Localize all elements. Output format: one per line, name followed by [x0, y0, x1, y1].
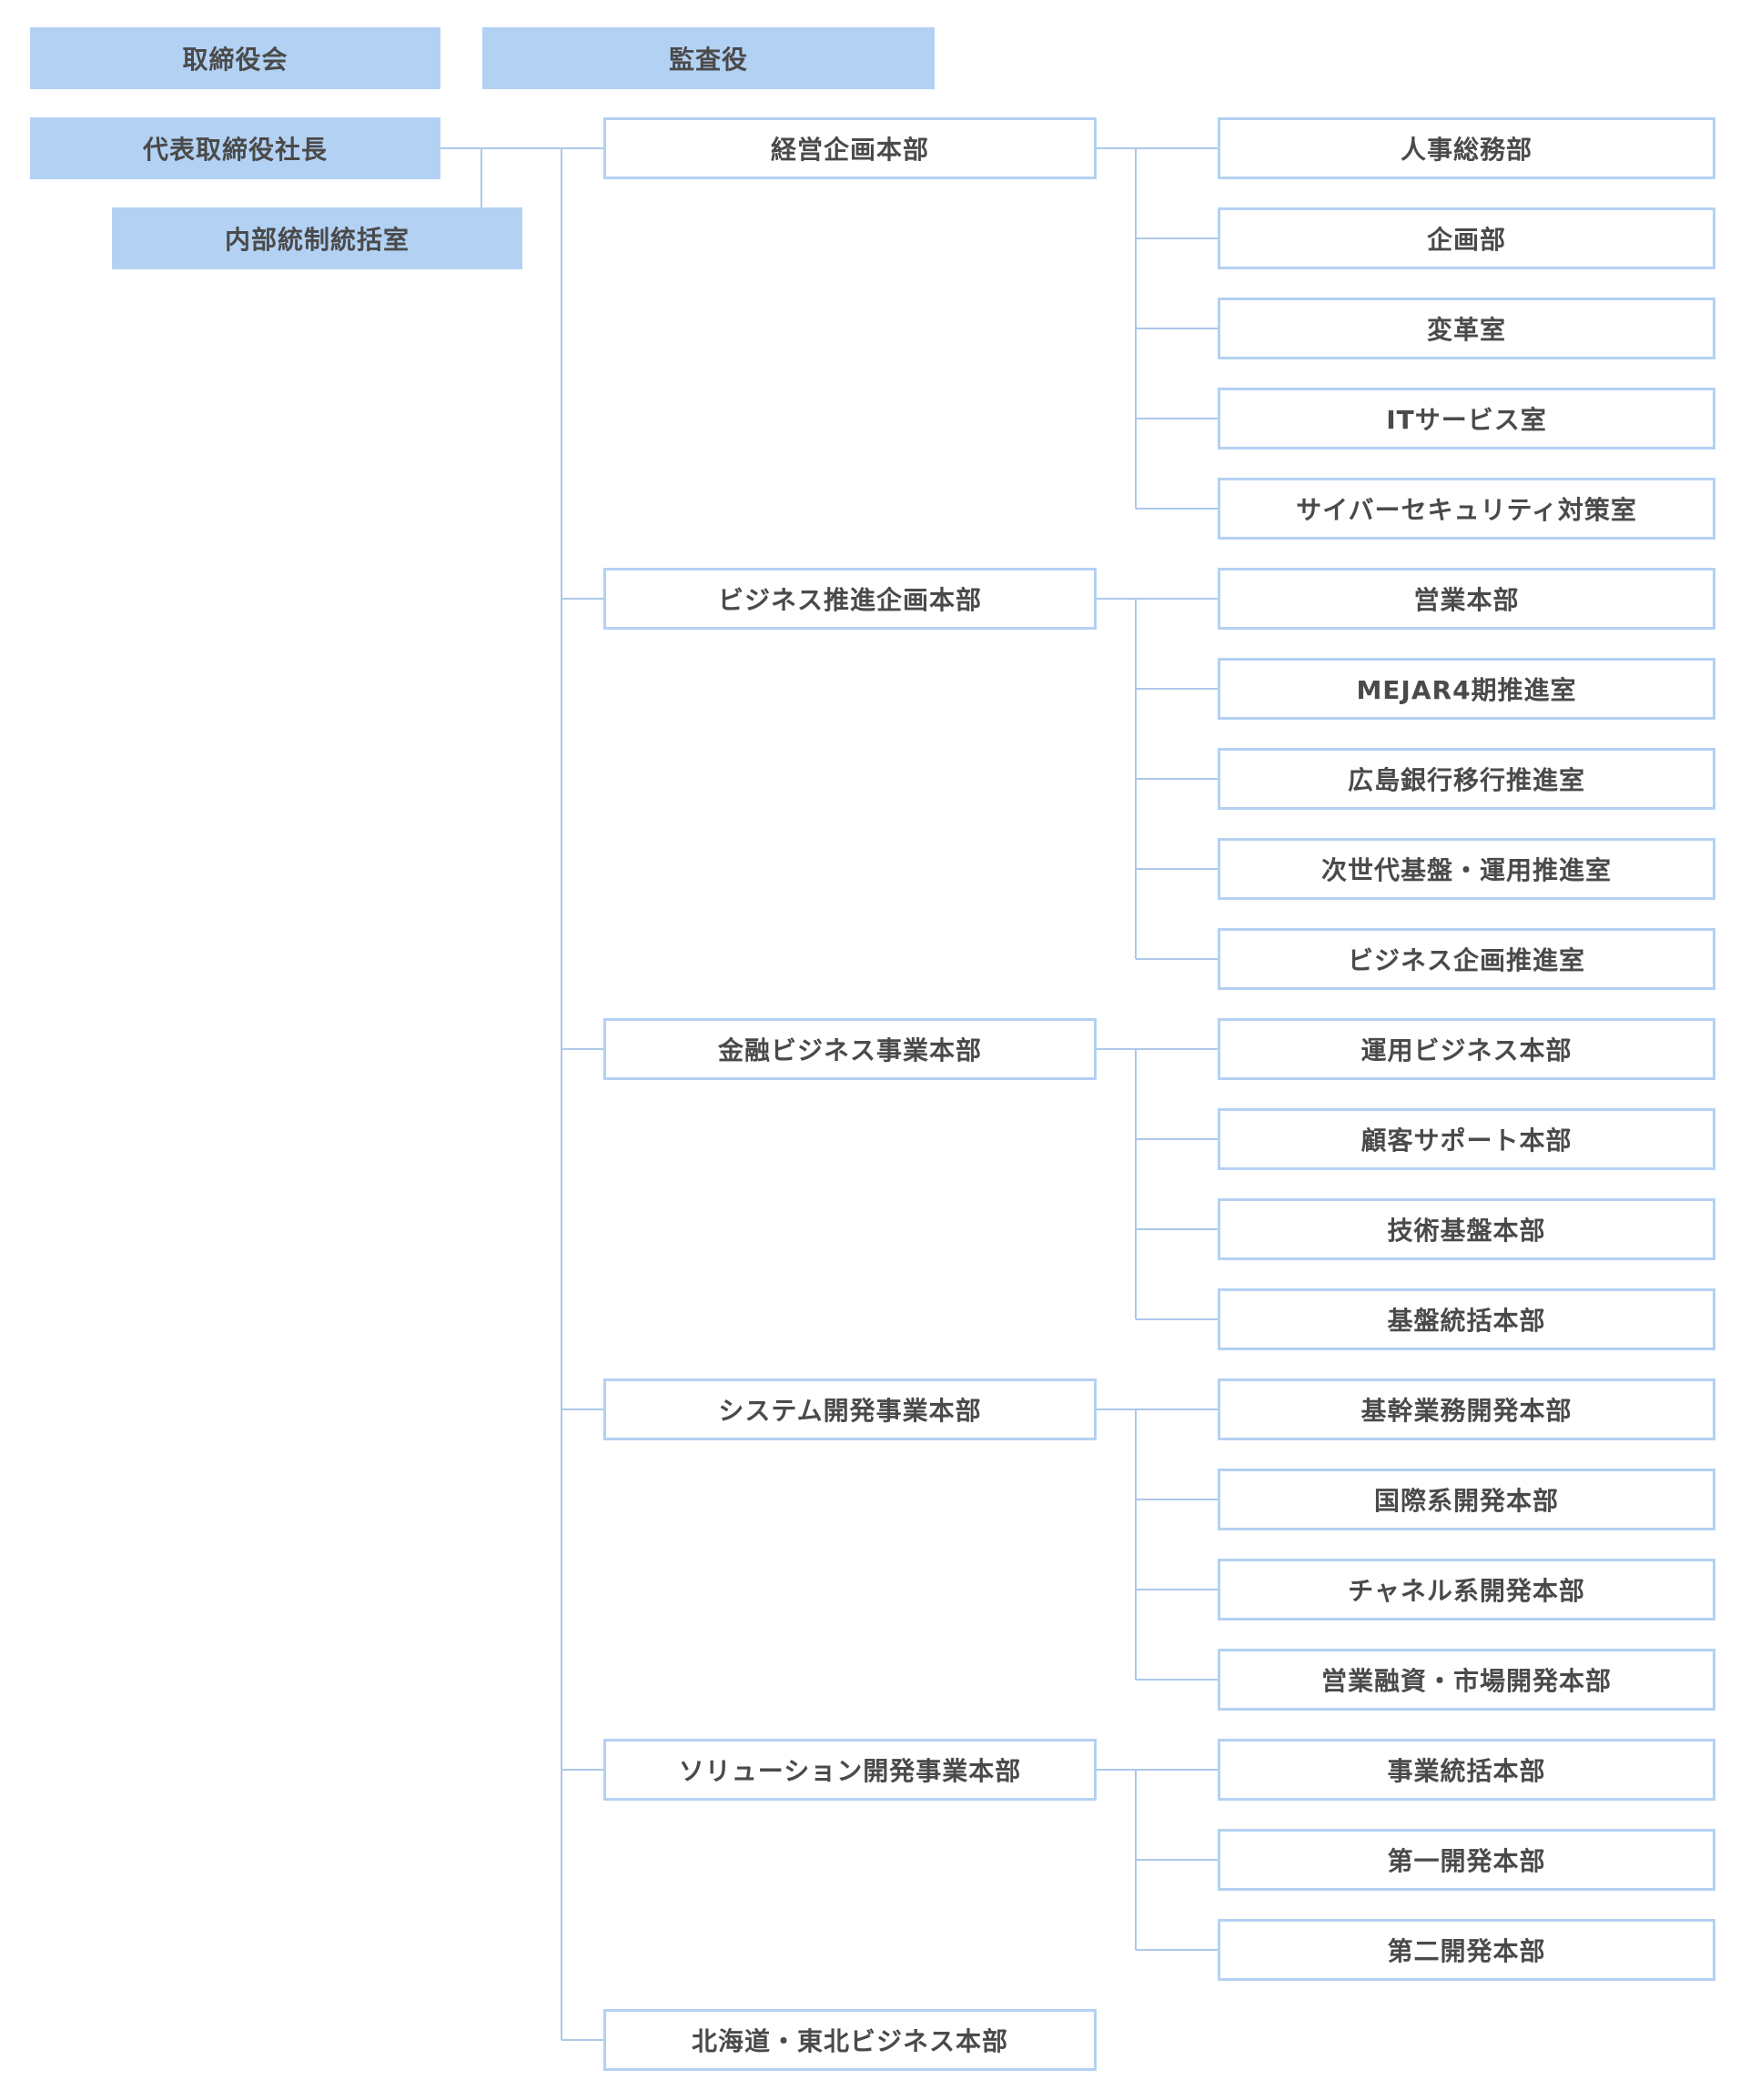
department-box: ビジネス企画推進室	[1218, 928, 1715, 990]
department-box: 人事総務部	[1218, 117, 1715, 179]
department-box: 運用ビジネス本部	[1218, 1018, 1715, 1080]
department-box: チャネル系開発本部	[1218, 1559, 1715, 1620]
department-box: 事業統括本部	[1218, 1739, 1715, 1801]
auditor-box: 監査役	[482, 27, 935, 89]
department-box: 基盤統括本部	[1218, 1288, 1715, 1350]
department-box: 企画部	[1218, 207, 1715, 269]
department-box: 変革室	[1218, 298, 1715, 359]
department-box: 営業融資・市場開発本部	[1218, 1649, 1715, 1711]
department-box: 第一開発本部	[1218, 1829, 1715, 1891]
division-box: ソリューション開発事業本部	[603, 1739, 1097, 1801]
department-box: サイバーセキュリティ対策室	[1218, 478, 1715, 540]
division-box: ビジネス推進企画本部	[603, 568, 1097, 630]
department-box: MEJAR4期推進室	[1218, 658, 1715, 720]
division-box: 金融ビジネス事業本部	[603, 1018, 1097, 1080]
department-box: 国際系開発本部	[1218, 1469, 1715, 1530]
president-box: 代表取締役社長	[30, 117, 440, 179]
department-box: ITサービス室	[1218, 388, 1715, 449]
department-box: 営業本部	[1218, 568, 1715, 630]
division-box: 経営企画本部	[603, 117, 1097, 179]
department-box: 技術基盤本部	[1218, 1198, 1715, 1260]
division-box: 北海道・東北ビジネス本部	[603, 2009, 1097, 2071]
department-box: 広島銀行移行推進室	[1218, 748, 1715, 810]
department-box: 第二開発本部	[1218, 1919, 1715, 1981]
internal-control-office-box: 内部統制統括室	[112, 207, 522, 269]
department-box: 次世代基盤・運用推進室	[1218, 838, 1715, 900]
board-of-directors-box: 取締役会	[30, 27, 440, 89]
department-box: 顧客サポート本部	[1218, 1108, 1715, 1170]
division-box: システム開発事業本部	[603, 1378, 1097, 1440]
department-box: 基幹業務開発本部	[1218, 1378, 1715, 1440]
